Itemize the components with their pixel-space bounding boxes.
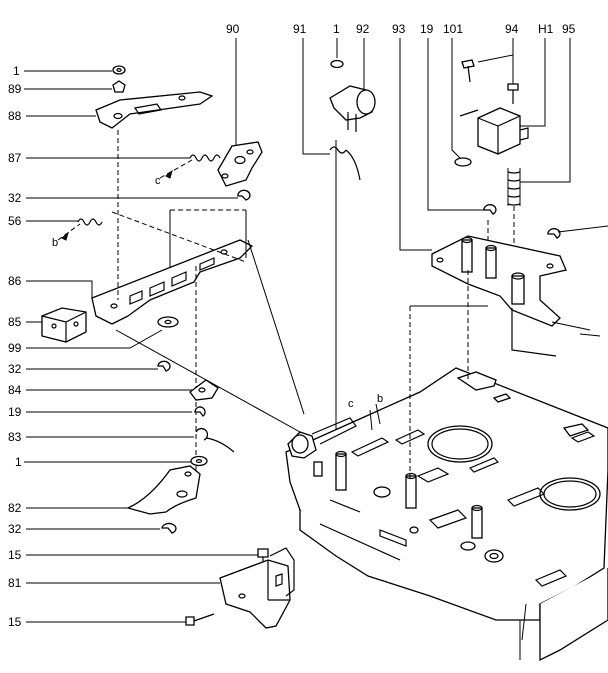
- part-95-spring: [507, 171, 521, 206]
- connector-letter-c-chassis: c: [348, 398, 354, 410]
- callout-83: 83: [8, 430, 22, 444]
- callout-19-top: 19: [420, 22, 434, 36]
- callout-88: 88: [8, 109, 22, 123]
- callout-32-mid: 32: [8, 362, 22, 376]
- callout-90: 90: [226, 22, 240, 36]
- callout-19-left: 19: [8, 405, 22, 419]
- part-99-washer: [157, 316, 179, 328]
- part-93-head-plate: [431, 235, 567, 327]
- part-clip-far-right: [547, 228, 561, 239]
- connector-letter-c-left: c: [155, 175, 161, 187]
- part-h1-solenoid: [477, 107, 521, 155]
- callout-94: 94: [505, 22, 519, 36]
- part-32-clip-mid: [157, 360, 171, 372]
- part-15-screw-bottom: [185, 616, 195, 626]
- connector-letter-b-chassis: b: [377, 393, 383, 405]
- callout-1-top-right: 1: [333, 22, 340, 36]
- capstan-post: [335, 453, 347, 491]
- connector-letter-b-left: b: [52, 237, 58, 249]
- callout-85: 85: [8, 315, 22, 329]
- top-right-parts: [329, 59, 608, 440]
- callout-15-top: 15: [8, 548, 22, 562]
- callout-86: 86: [8, 274, 22, 288]
- callout-91: 91: [293, 22, 307, 36]
- callout-101: 101: [443, 22, 463, 36]
- part-1-washer: [112, 65, 126, 75]
- part-1-washer-right: [330, 59, 344, 69]
- callout-81: 81: [8, 576, 22, 590]
- reel-hole-left: [427, 425, 493, 463]
- callout-h1: H1: [538, 22, 554, 36]
- part-94-screw-left: [461, 59, 475, 69]
- callout-labels: 1 89 88 87 32 56 86 85 99 32 84 19 83 1 …: [8, 22, 576, 629]
- part-83-spring: [195, 428, 208, 441]
- callout-1-washer-bottom: 1: [15, 455, 22, 469]
- part-88-bracket: [95, 91, 214, 129]
- callout-93: 93: [392, 22, 406, 36]
- part-56-spring: [77, 218, 103, 226]
- callout-1-washer-top: 1: [13, 64, 20, 78]
- part-19-clip-left: [194, 406, 206, 417]
- main-chassis: [115, 239, 608, 662]
- part-87-spring: [189, 154, 221, 162]
- callout-95: 95: [562, 22, 576, 36]
- callout-32-bottom: 32: [8, 522, 22, 536]
- callout-84: 84: [8, 383, 22, 397]
- reel-hole-right: [539, 477, 601, 511]
- head-post-left: [461, 239, 473, 273]
- part-84-lever: [189, 379, 219, 401]
- chassis-front-flange: [299, 510, 541, 621]
- part-85-block: [41, 307, 87, 343]
- callout-82: 82: [8, 501, 22, 515]
- callout-56: 56: [8, 214, 22, 228]
- left-column-parts: [41, 65, 291, 629]
- callout-99: 99: [8, 341, 22, 355]
- part-101-washer: [454, 157, 472, 167]
- callout-15-bottom: 15: [8, 615, 22, 629]
- part-15-screw-top: [257, 548, 269, 558]
- part-82-arm: [126, 465, 201, 515]
- part-32-clip-bottom: [161, 522, 177, 534]
- part-81-bracket: [219, 559, 291, 629]
- callout-92: 92: [356, 22, 370, 36]
- part-1-washer-lower: [190, 455, 208, 467]
- part-32-clip-top: [237, 189, 251, 201]
- part-89-nut: [112, 80, 126, 93]
- gear-front: [484, 549, 504, 563]
- part-91-spring: [329, 146, 347, 154]
- part-19-clip-top: [483, 204, 497, 215]
- leader-lines: [24, 38, 571, 623]
- callout-87: 87: [8, 151, 22, 165]
- part-94-screw-right: [507, 83, 519, 91]
- callout-32-top: 32: [8, 191, 22, 205]
- callout-89: 89: [8, 82, 22, 96]
